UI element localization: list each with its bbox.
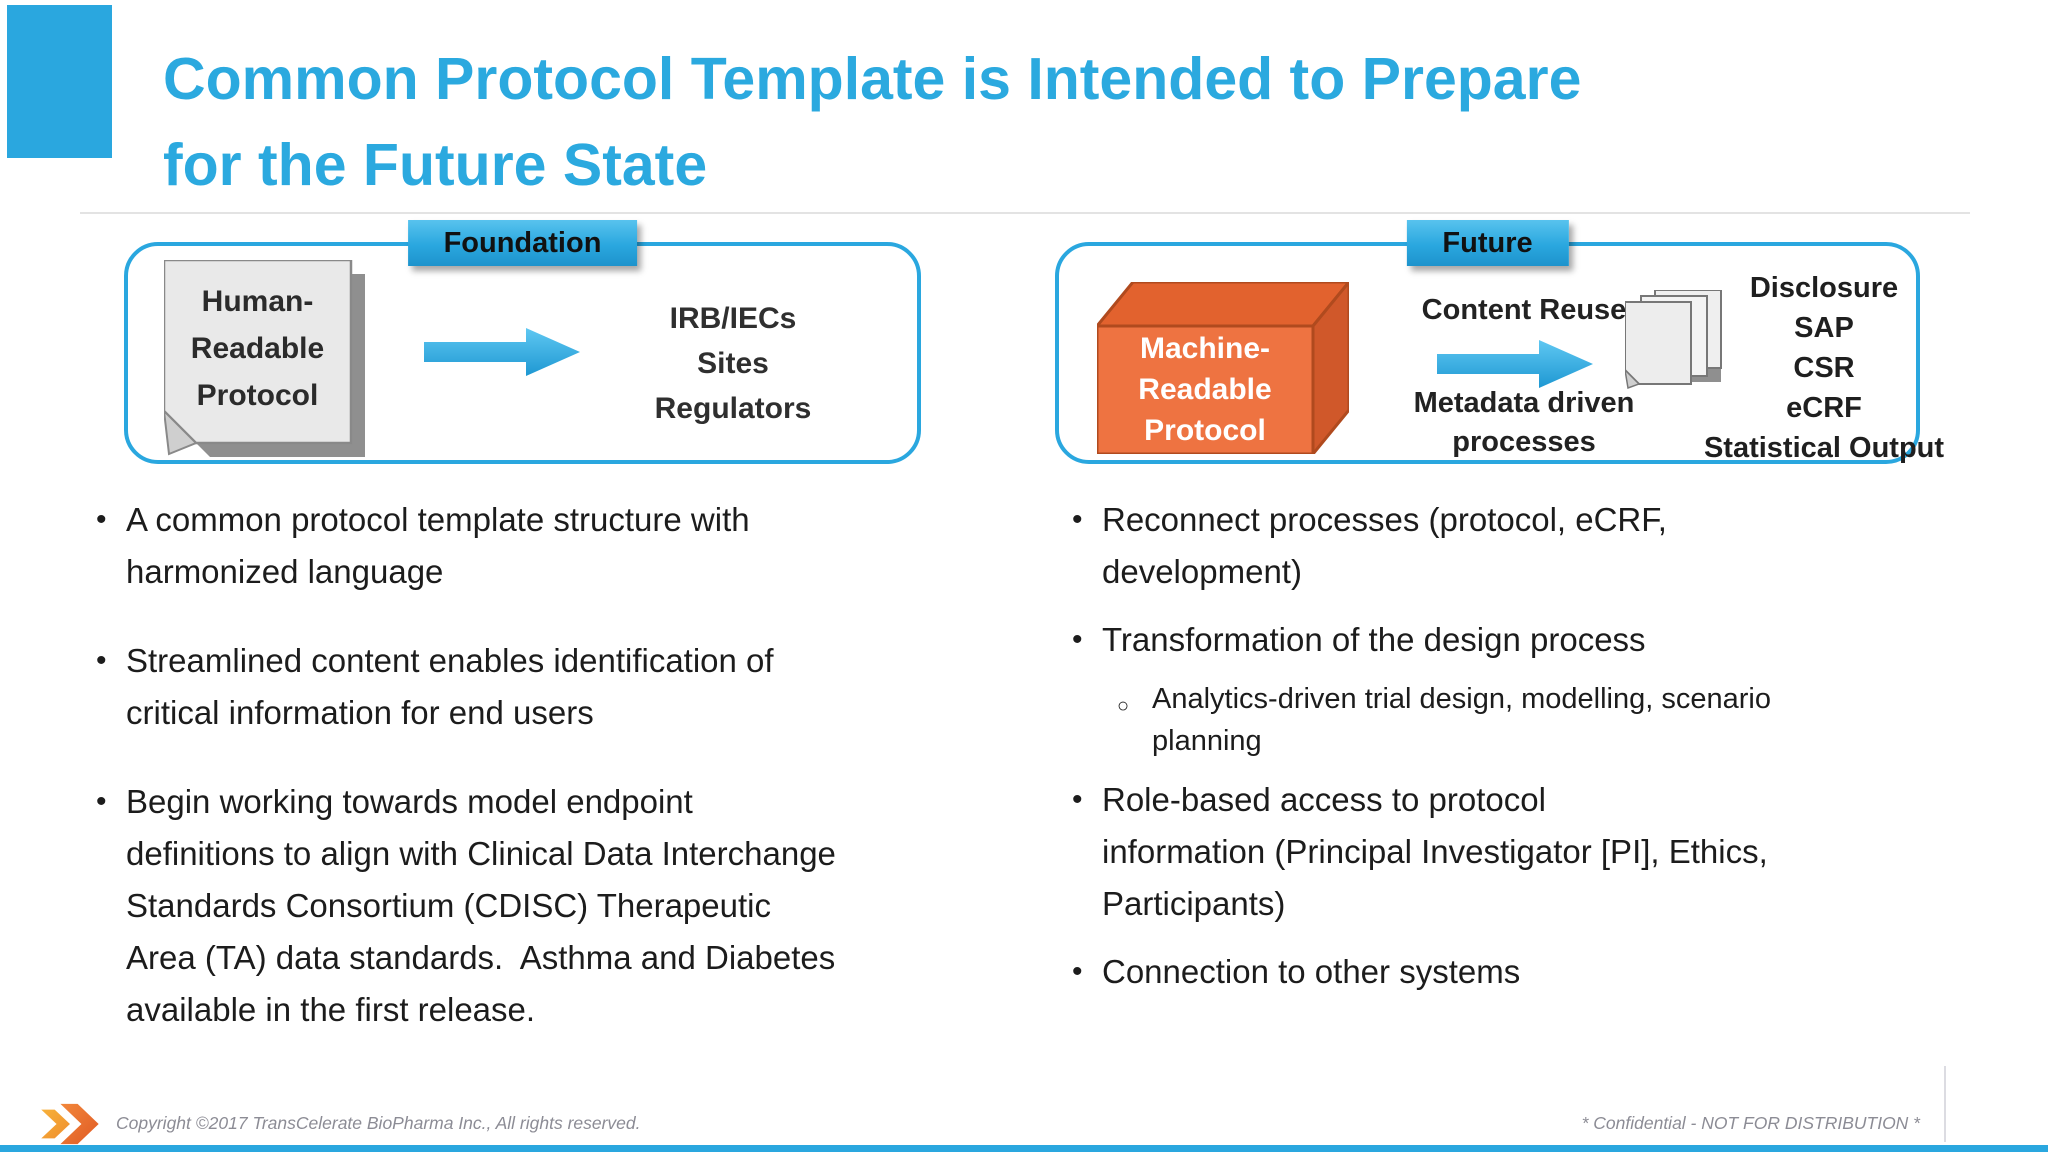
bullet-marker: • [96,644,107,677]
bullet-item: • Transformation of the design process [1072,614,1992,666]
bullet-marker: • [96,785,107,818]
bullet-marker: • [1072,503,1083,536]
footer-divider-line [1944,1066,1946,1142]
cube-graphic [1095,280,1351,456]
bullet-marker: • [1072,955,1083,988]
output-item: Statistical Output [1703,432,1945,464]
output-item: eCRF [1786,392,1862,424]
metadata-processes-label: Metadata driven processes [1413,387,1635,458]
output-item: Disclosure [1749,272,1899,304]
sub-bullet-marker: ○ [1117,695,1130,717]
right-arrow-icon [1437,340,1593,388]
stacked-documents-graphic [1623,289,1722,390]
cube-label: Machine- Readable Protocol [1138,332,1272,447]
foundation-audience: IRB/IECs Sites Regulators [654,302,812,425]
document-icon: Human- Readable Protocol [162,258,374,466]
future-panel: Future Machine- Readable Protocol Conten… [1055,220,1944,464]
page-title-line: for the Future State [163,132,708,198]
document-icon-label: Human- Readable Protocol [190,285,325,412]
page-title-line: Common Protocol Template is Intended to … [163,46,1582,112]
copyright-text: Copyright ©2017 TransCelerate BioPharma … [116,1113,641,1133]
future-outputs-list: Disclosure SAP CSR eCRF Statistical Outp… [1679,268,1969,468]
sub-bullet-item: ○ Analytics-driven trial design, modelli… [1117,683,1771,757]
bullet-item: • Streamlined content enables identifica… [96,635,1036,739]
confidential-text: * Confidential - NOT FOR DISTRIBUTION * [1581,1113,1920,1133]
bullet-item: • Reconnect processes (protocol, eCRF, d… [1072,494,1992,598]
page-title: Common Protocol Template is Intended to … [163,36,1581,208]
bullet-item: • Begin working towards model endpoint d… [96,776,1036,1036]
machine-protocol-cube-icon: Machine- Readable Protocol [1095,280,1351,456]
future-tag: Future [1406,220,1569,266]
foundation-panel: Foundation Human- Readable Protocol I [124,220,921,466]
right-arrow-icon [424,328,580,376]
corner-accent-square [7,5,112,158]
bullet-item: • Role-based access to protocol informat… [1072,774,1992,930]
bullet-marker: • [1072,623,1083,656]
bullet-item: • Connection to other systems [1072,946,1992,998]
output-item: CSR [1793,352,1855,384]
stacked-documents-icon [1623,289,1729,390]
bottom-accent-bar [0,1145,2048,1152]
foundation-tag: Foundation [407,220,638,266]
document-icon-graphic [162,258,365,457]
content-reuse-label: Content Reuse [1421,294,1627,326]
right-bullet-list: • Reconnect processes (protocol, eCRF, d… [1072,494,1992,1014]
title-divider [80,212,1970,214]
bullet-item: • A common protocol template structure w… [96,494,1036,598]
output-item: SAP [1794,312,1854,344]
transcelerate-logo-icon [41,1103,99,1145]
bullet-marker: • [1072,783,1083,816]
bullet-marker: • [96,503,107,536]
left-bullet-list: • A common protocol template structure w… [96,494,1036,1073]
